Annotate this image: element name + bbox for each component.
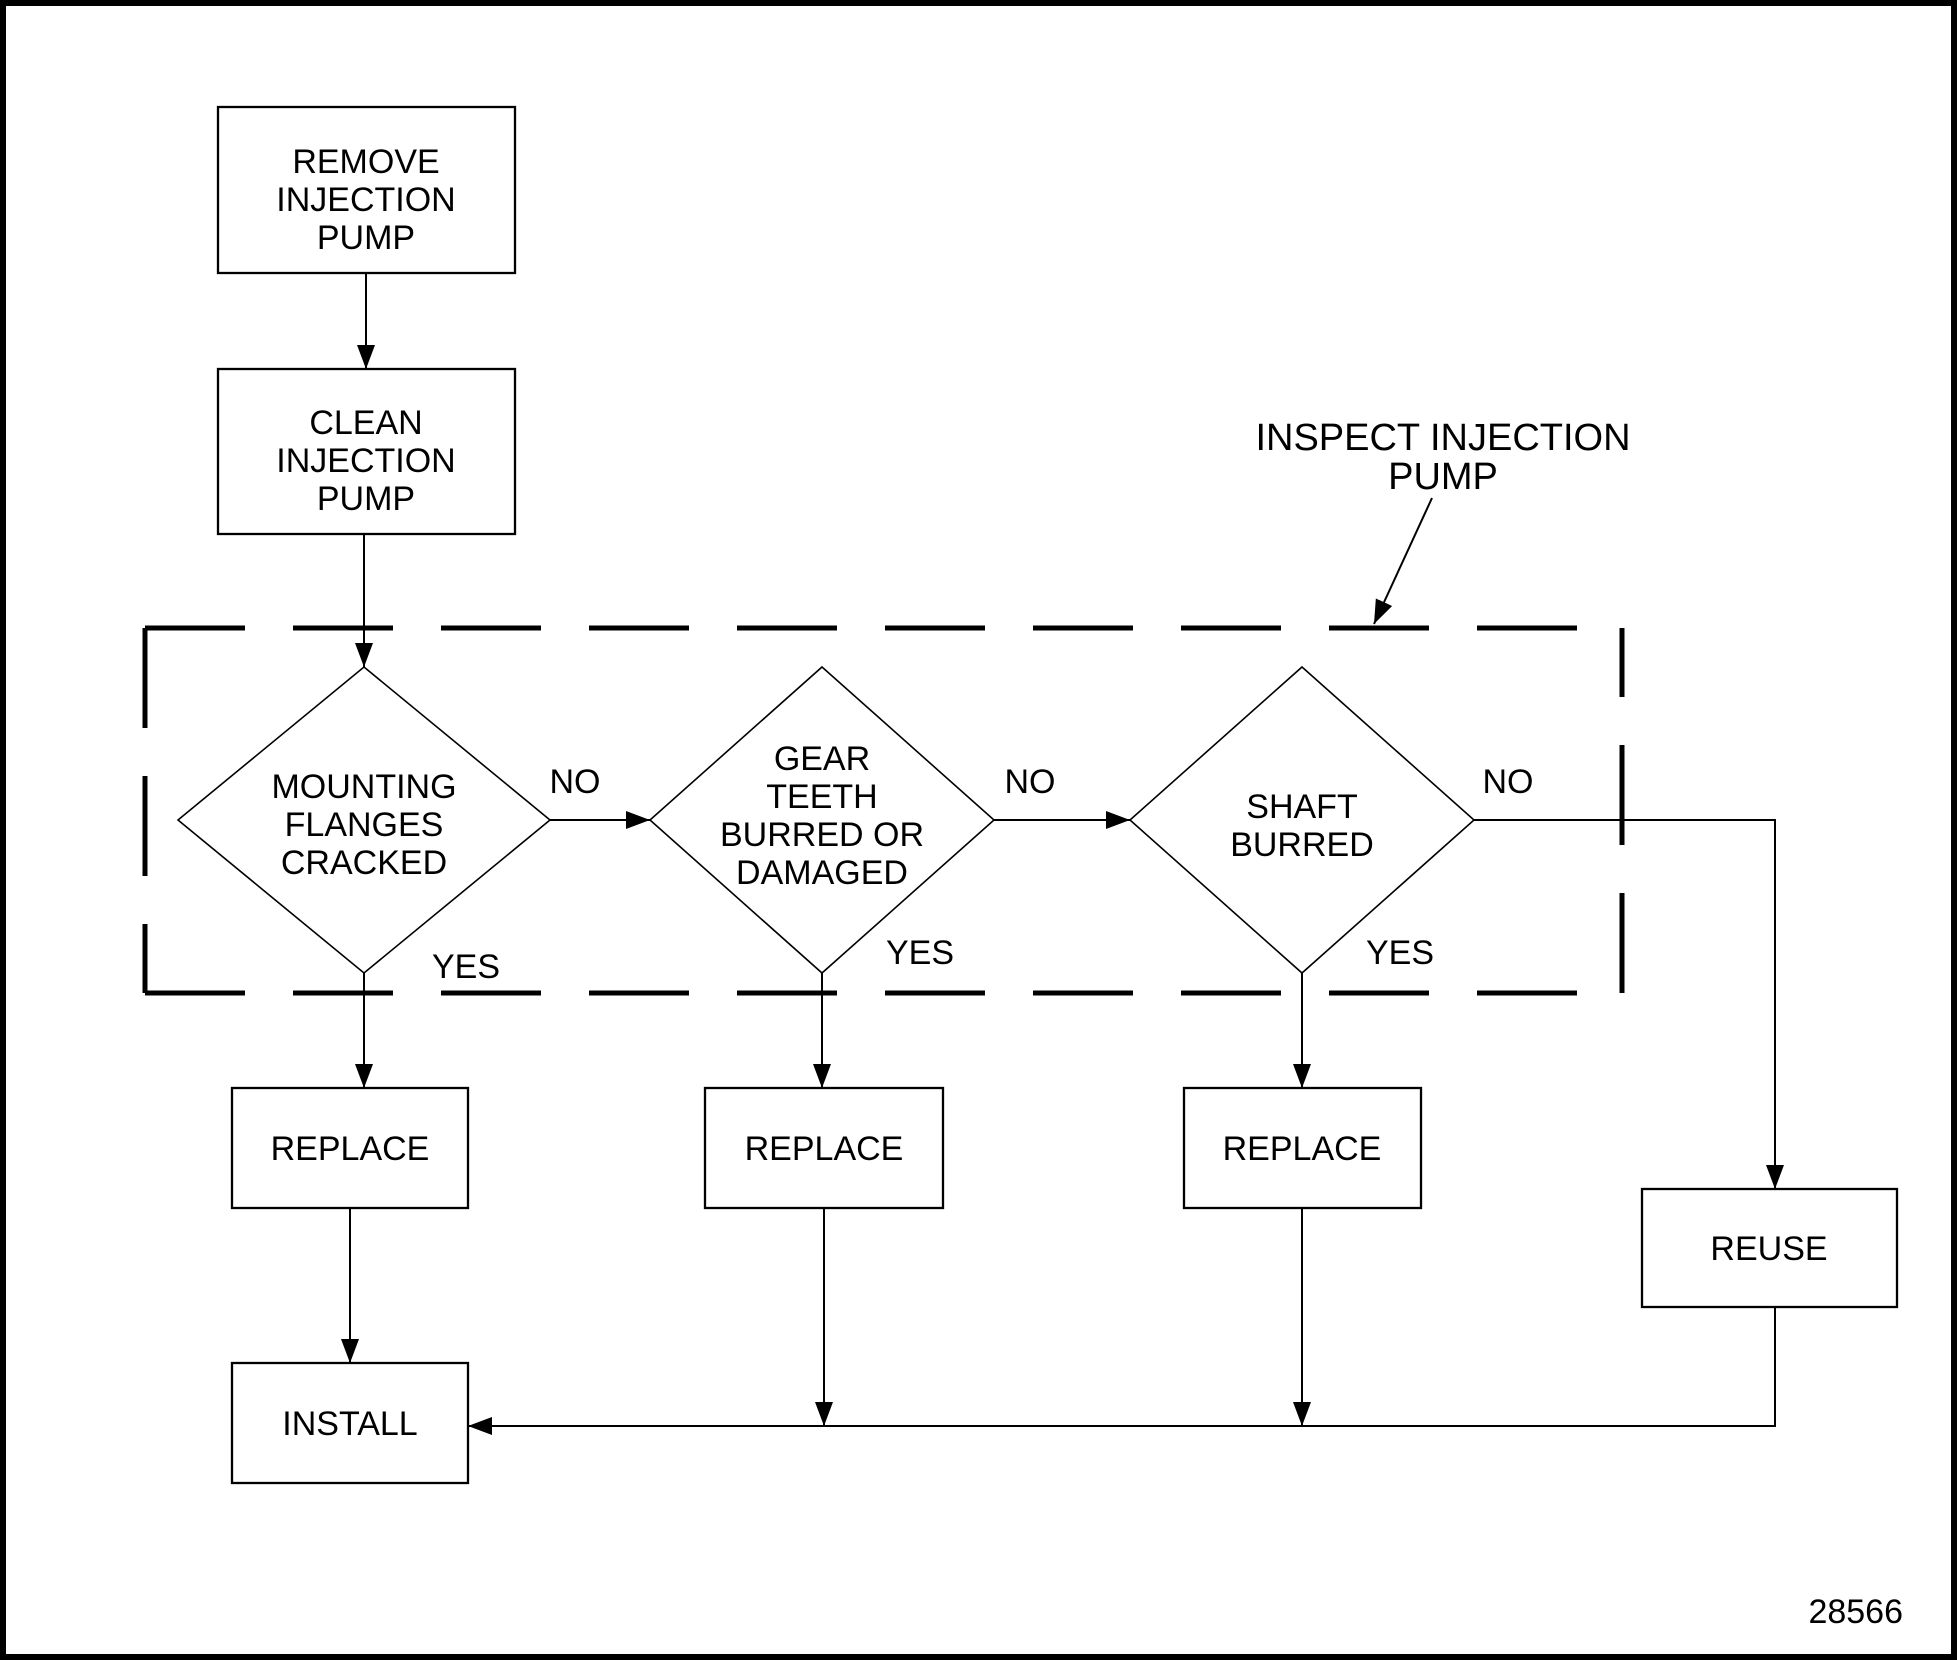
- node-replace-1-label: REPLACE: [271, 1130, 430, 1168]
- inspect-group-caption: INSPECT INJECTION PUMP: [1255, 417, 1630, 498]
- node-shaft-burred-diamond: [1128, 665, 1476, 975]
- node-replace-1-box: [230, 1086, 470, 1210]
- inspect-group-caption-line-2: PUMP: [1388, 456, 1498, 498]
- node-replace-2-label: REPLACE: [745, 1130, 904, 1168]
- node-reuse-box: [1640, 1187, 1899, 1309]
- node-shaft-burred-label-line-2: BURRED: [1230, 826, 1374, 864]
- inspect-group-dashed-box: [142, 625, 1625, 996]
- node-clean-pump-label: CLEAN INJECTION PUMP: [276, 404, 455, 518]
- node-shaft-burred-label: SHAFT BURRED: [1230, 788, 1374, 864]
- node-mounting-flanges-label: MOUNTING FLANGES CRACKED: [271, 768, 456, 882]
- figure-number: 28566: [1808, 1593, 1903, 1631]
- node-gear-teeth-label-line-2: TEETH: [766, 778, 877, 816]
- edge-label-no-2: NO: [1005, 763, 1056, 801]
- inspect-label-leader-arrow: [1373, 497, 1433, 625]
- node-install-label: INSTALL: [282, 1405, 417, 1443]
- node-clean-pump-label-line-3: PUMP: [317, 480, 415, 518]
- node-gear-teeth-diamond: [648, 665, 996, 975]
- node-mounting-flanges-label-line-1: MOUNTING: [271, 768, 456, 806]
- node-gear-teeth-label: GEAR TEETH BURRED OR DAMAGED: [720, 740, 924, 892]
- node-clean-pump-label-line-1: CLEAN: [309, 404, 422, 442]
- edge-label-yes-2: YES: [886, 934, 954, 972]
- node-remove-pump-box: [216, 105, 517, 275]
- node-gear-teeth-label-line-4: DAMAGED: [736, 854, 908, 892]
- node-remove-pump-label-line-2: INJECTION: [276, 181, 455, 219]
- node-mounting-flanges-label-line-3: CRACKED: [281, 844, 447, 882]
- node-replace-3-label: REPLACE: [1223, 1130, 1382, 1168]
- arrow-reuse-to-install: [468, 1307, 1776, 1435]
- edge-label-yes-3: YES: [1366, 934, 1434, 972]
- node-clean-pump-label-line-2: INJECTION: [276, 442, 455, 480]
- node-gear-teeth-label-line-1: GEAR: [774, 740, 870, 778]
- node-mounting-flanges-diamond: [176, 665, 552, 975]
- edge-label-yes-1: YES: [432, 948, 500, 986]
- node-remove-pump-label: REMOVE INJECTION PUMP: [276, 143, 455, 257]
- node-mounting-flanges-label-line-2: FLANGES: [285, 806, 444, 844]
- node-reuse-label: REUSE: [1710, 1230, 1827, 1268]
- node-gear-teeth-label-line-3: BURRED OR: [720, 816, 924, 854]
- node-replace-2-box: [703, 1086, 945, 1210]
- inspect-group-caption-line-1: INSPECT INJECTION: [1255, 417, 1630, 459]
- edge-label-no-1: NO: [550, 763, 601, 801]
- node-clean-pump-box: [216, 367, 517, 536]
- node-remove-pump-label-line-3: PUMP: [317, 219, 415, 257]
- node-shaft-burred-label-line-1: SHAFT: [1246, 788, 1357, 826]
- node-remove-pump-label-line-1: REMOVE: [292, 143, 439, 181]
- edge-label-no-3: NO: [1483, 763, 1534, 801]
- node-install-box: [230, 1361, 470, 1485]
- node-replace-3-box: [1182, 1086, 1423, 1210]
- arrow-no-shaft-to-reuse: [1474, 819, 1784, 1189]
- flow-connectors: [341, 273, 1784, 1435]
